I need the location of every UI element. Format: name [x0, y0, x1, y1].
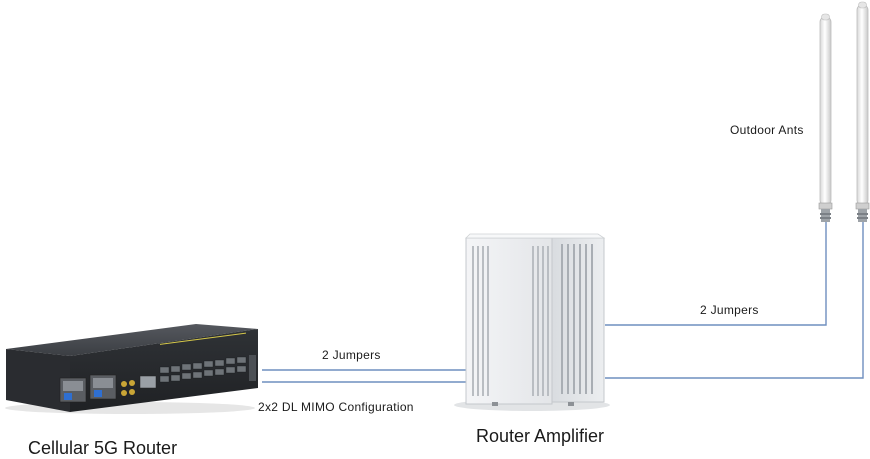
outdoor-antennas-label: Outdoor Ants	[730, 123, 804, 137]
router-caption: Cellular 5G Router	[28, 438, 178, 458]
amplifier-caption: Router Amplifier	[476, 426, 605, 446]
outdoor-antenna-2	[855, 1, 870, 222]
outdoor-antenna-1	[818, 13, 833, 222]
cables	[262, 222, 864, 383]
amp-antenna-jumpers-label: 2 Jumpers	[700, 303, 759, 317]
jumper-cable-amp-antenna-1	[605, 222, 827, 326]
cellular-5g-router-device	[5, 324, 258, 414]
router-amplifier-device	[454, 233, 610, 411]
mimo-configuration-label: 2x2 DL MIMO Configuration	[258, 400, 414, 414]
router-amp-jumpers-label: 2 Jumpers	[322, 348, 381, 362]
jumper-cable-amp-antenna-2	[605, 222, 864, 379]
